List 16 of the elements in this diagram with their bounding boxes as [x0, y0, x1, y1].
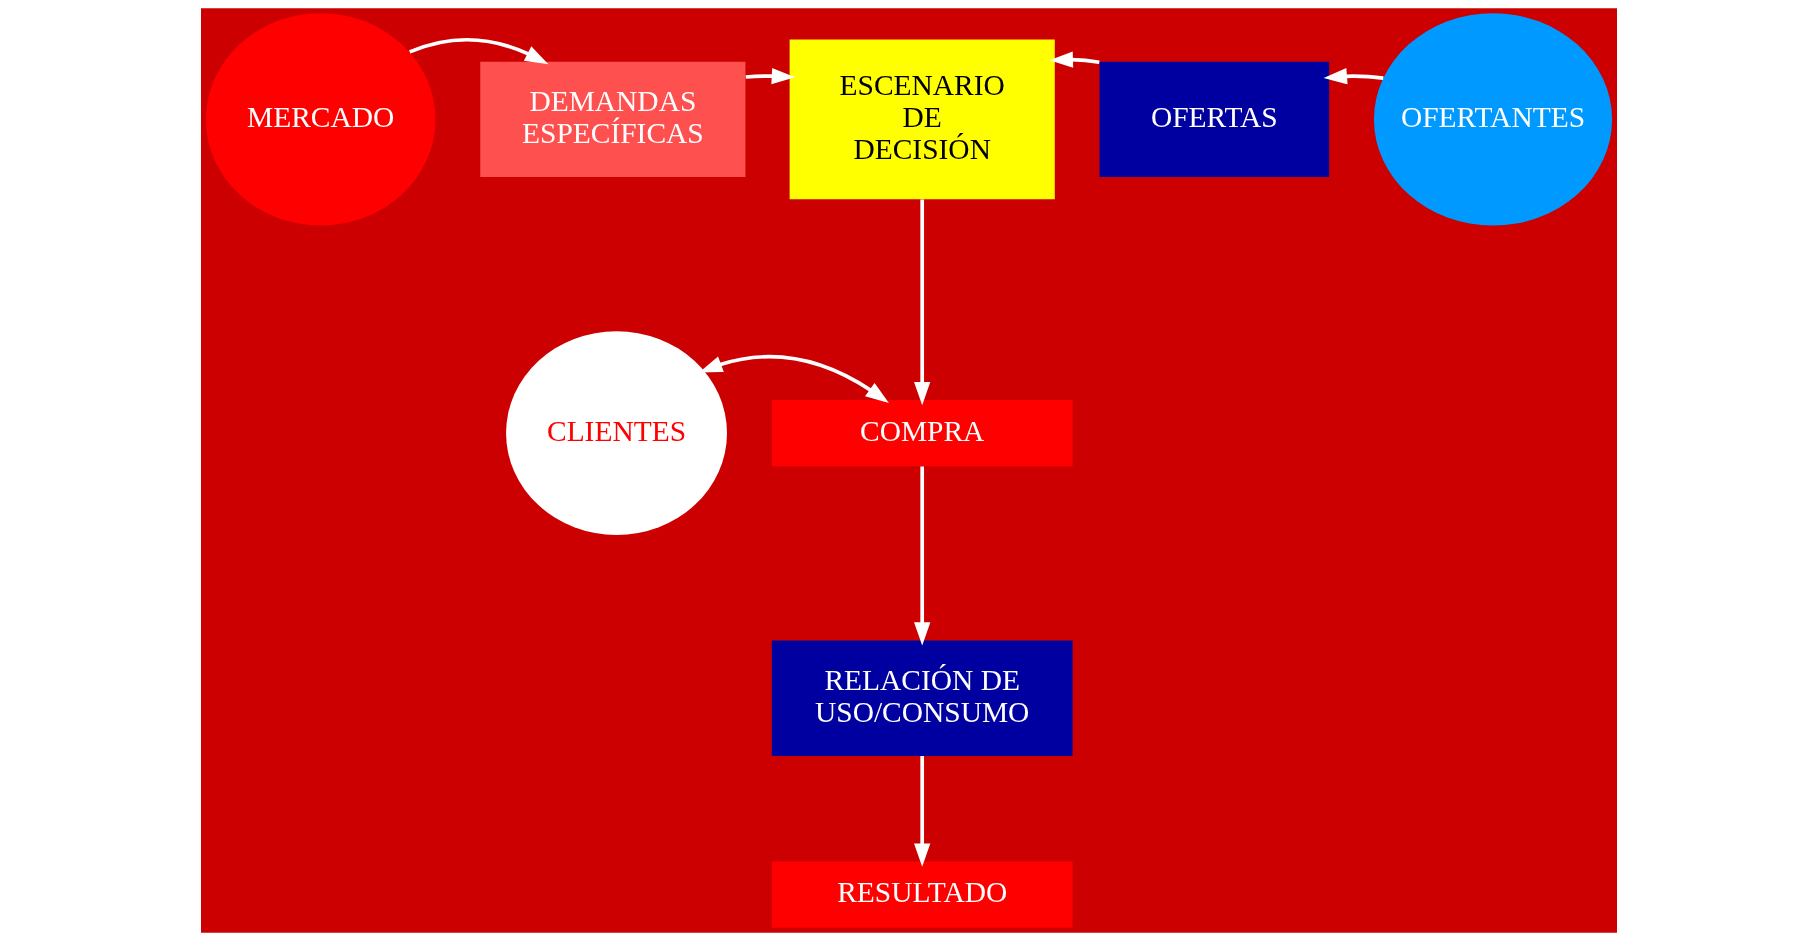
node-box: ESCENARIO DE DECISIÓN	[789, 39, 1055, 200]
arrow	[745, 67, 796, 85]
node-box: DEMANDAS ESPECÍFICAS	[480, 61, 746, 178]
node-box: RESULTADO	[771, 861, 1073, 928]
arrow	[1323, 68, 1384, 85]
arrow	[914, 199, 931, 406]
node-ellipse: OFERTANTES	[1373, 13, 1613, 226]
node-box: COMPRA	[771, 399, 1073, 467]
arrow	[1049, 51, 1100, 68]
node-box: OFERTAS	[1099, 61, 1330, 178]
arrow	[914, 466, 931, 646]
arrow	[699, 354, 889, 404]
node-box: RELACIÓN DE USO/CONSUMO	[771, 640, 1073, 756]
arrow	[409, 38, 549, 65]
node-circle: MERCADO	[205, 13, 436, 226]
arrow	[914, 756, 931, 867]
